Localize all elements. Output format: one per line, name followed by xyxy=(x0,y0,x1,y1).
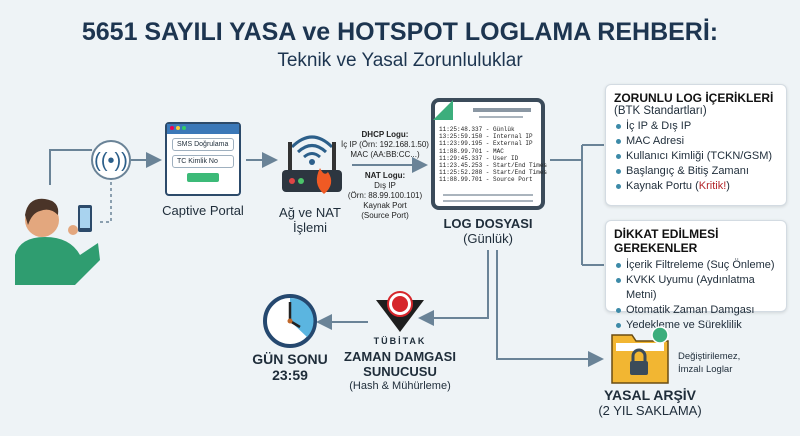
archive-note2: İmzalı Loglar xyxy=(678,364,733,375)
log-file-label: LOG DOSYASI xyxy=(443,216,533,231)
wifi-icon: ((•)) xyxy=(91,140,131,180)
required-item: Kullanıcı Kimliği (TCKN/GSM) xyxy=(614,149,778,164)
attention-item: KVKK Uyumu (Aydınlatma Metni) xyxy=(614,273,778,303)
sms-verification-field[interactable]: SMS Doğrulama xyxy=(172,138,234,151)
day-end-label: GÜN SONU xyxy=(252,351,328,367)
required-log-contents-panel: ZORUNLU LOG İÇERİKLERİ (BTK Standartları… xyxy=(605,84,787,206)
log-line: 11:88.99.701 - MAC xyxy=(439,147,504,155)
submit-button[interactable] xyxy=(187,173,219,182)
required-item: Başlangıç & Bitiş Zamanı xyxy=(614,164,778,179)
dhcp-title: DHCP Logu: xyxy=(361,130,409,139)
timestamp-sub: (Hash & Mühürleme) xyxy=(349,380,451,392)
required-item: Kaynak Portu (Kritik!) xyxy=(614,179,778,194)
page-title: 5651 SAYILI YASA ve HOTSPOT LOGLAMA REHB… xyxy=(81,18,719,46)
router-firewall-icon xyxy=(282,135,342,194)
required-item: İç IP & Dış IP xyxy=(614,119,778,134)
attention-item: İçerik Filtreleme (Suç Önleme) xyxy=(614,258,778,273)
log-line: 11:88.99.701 - Source Port xyxy=(439,176,533,184)
captive-portal-window: SMS Doğrulama TC Kimlik No xyxy=(165,122,241,196)
log-line: 11:23.45.253 - Start/End Times xyxy=(439,162,548,170)
dhcp-line1: İç IP (Örn: 192.168.1.50) xyxy=(341,140,429,149)
locked-archive-folder-icon xyxy=(611,326,669,384)
dhcp-line2: MAC (AA:BB:CC...) xyxy=(350,150,420,159)
nat-line4: (Source Port) xyxy=(361,211,409,220)
attention-panel: DİKKAT EDİLMESİ GEREKENLER İçerik Filtre… xyxy=(605,220,787,331)
nat-line3: Kaynak Port xyxy=(363,201,407,210)
log-line: 11:23:99.195 - External IP xyxy=(439,140,533,148)
captive-portal-label: Captive Portal xyxy=(162,203,244,218)
timestamp-line1: ZAMAN DAMGASI xyxy=(344,349,456,364)
attention-title: DİKKAT EDİLMESİ GEREKENLER xyxy=(614,227,719,255)
log-line: 11:25:52.288 - Start/End Times xyxy=(439,169,548,177)
router-label-line2: İşlemi xyxy=(293,220,327,235)
log-file-sub: (Günlük) xyxy=(463,231,513,246)
tc-id-field[interactable]: TC Kimlik No xyxy=(172,155,234,168)
critical-label: Kritik! xyxy=(698,180,727,192)
required-item: MAC Adresi xyxy=(614,134,778,149)
user-with-phone-illustration xyxy=(15,198,100,285)
log-line: 11:25:48.337 - Günlük xyxy=(439,126,515,133)
nat-line2: (Örn: 88.99.100.101) xyxy=(347,191,423,200)
timestamp-line2: SUNUCUSU xyxy=(363,364,437,379)
archive-label: YASAL ARŞİV xyxy=(603,387,697,403)
required-title: ZORUNLU LOG İÇERİKLERİ xyxy=(614,91,774,105)
log-line: 11:29:45.337 - User ID xyxy=(439,154,519,162)
document-fold-icon xyxy=(433,100,453,120)
tubitak-logo-icon xyxy=(376,291,424,332)
day-end-time: 23:59 xyxy=(272,367,308,383)
required-sub: (BTK Standartları) xyxy=(614,105,707,117)
archive-sub: (2 YIL SAKLAMA) xyxy=(598,403,702,418)
nat-line1: Dış IP xyxy=(374,181,396,190)
page-subtitle: Teknik ve Yasal Zorunluluklar xyxy=(277,50,523,71)
archive-note1: Değiştirilemez, xyxy=(678,351,741,362)
clock-icon xyxy=(263,294,317,348)
log-line: 13:25:59.150 - Internal IP xyxy=(439,133,533,141)
router-label-line1: Ağ ve NAT xyxy=(279,205,341,220)
tubitak-logo-text: TÜBİTAK xyxy=(373,336,427,346)
attention-item: Otomatik Zaman Damgası xyxy=(614,303,778,318)
nat-title: NAT Logu: xyxy=(364,171,406,180)
